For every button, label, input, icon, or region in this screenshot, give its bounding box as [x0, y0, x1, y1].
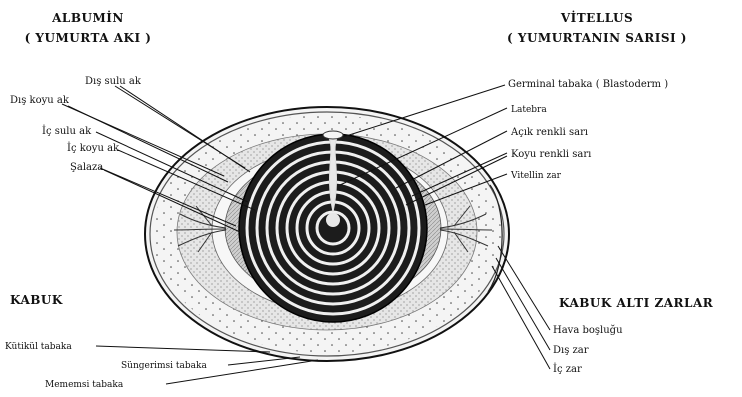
- label-dis-sulu-ak: Dış sulu ak: [85, 76, 142, 87]
- label-germinal: Germinal tabaka ( Blastoderm ): [508, 79, 668, 90]
- vitellus-heading: VİTELLUS: [560, 10, 633, 25]
- germinal-disc: [323, 131, 343, 139]
- latebra-core: [326, 213, 340, 227]
- label-ic-zar: İç zar: [553, 363, 582, 375]
- label-sungerimsi: Süngerimsi tabaka: [121, 361, 207, 371]
- label-mememsi: Mememsi tabaka: [45, 380, 124, 390]
- label-salaza: Şalaza: [70, 162, 103, 173]
- label-ic-koyu-ak: İç koyu ak: [67, 142, 120, 154]
- label-latebra: Latebra: [511, 105, 547, 115]
- albumin-subheading: ( YUMURTA AKI ): [25, 31, 152, 45]
- label-dis-koyu-ak: Dış koyu ak: [10, 95, 70, 106]
- label-kutikul: Kütikül tabaka: [5, 342, 72, 352]
- label-koyu-renkli-sari: Koyu renkli sarı: [511, 149, 591, 160]
- label-vitellin-zar: Vitellin zar: [510, 171, 562, 181]
- kabuk-heading: KABUK: [10, 293, 63, 307]
- kabuk-alti-heading: KABUK ALTI ZARLAR: [559, 296, 714, 310]
- label-acik-renkli-sari: Açık renkli sarı: [510, 127, 588, 138]
- label-hava-boslugu: Hava boşluğu: [553, 325, 623, 336]
- albumin-heading: ALBUMİN: [51, 10, 124, 25]
- label-ic-sulu-ak: İç sulu ak: [42, 125, 92, 137]
- vitellus-subheading: ( YUMURTANIN SARISI ): [507, 31, 687, 45]
- label-dis-zar: Dış zar: [553, 345, 589, 356]
